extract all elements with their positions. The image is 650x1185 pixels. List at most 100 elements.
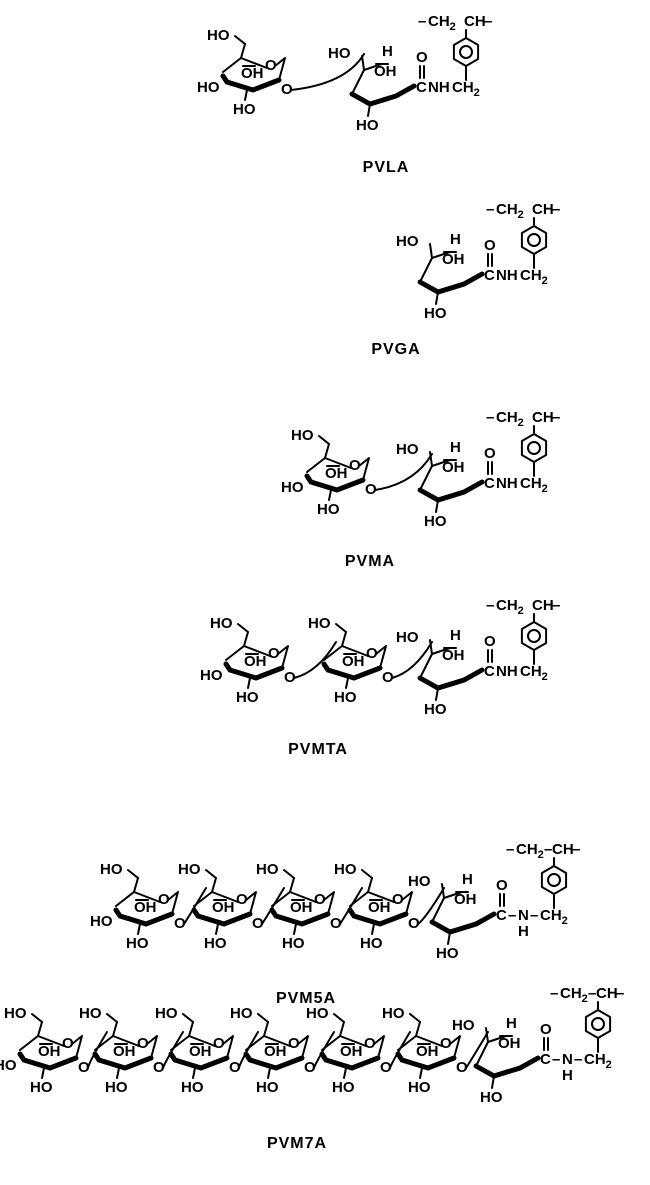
backbone-ch-label: CH <box>532 597 554 614</box>
methylene-label: CH2 <box>540 907 568 927</box>
amide-carbon-label: C <box>416 79 427 96</box>
ch2oh-bond <box>37 1021 43 1037</box>
glycosidic-bond <box>417 887 445 925</box>
bottom-oh-bond <box>116 1067 120 1079</box>
carbonyl-oxygen-label: O <box>484 633 496 650</box>
hydroxyl-label: HO <box>408 1079 431 1096</box>
ring-front-edge <box>304 473 366 493</box>
ch2oh-bond <box>182 1013 194 1023</box>
glycosidic-oxygen-label: O <box>408 915 420 932</box>
ring-right-edge <box>222 1035 234 1059</box>
ch2oh-bond <box>361 869 373 879</box>
bottom-oh-bond <box>215 923 219 935</box>
ring-right-edge <box>245 891 257 915</box>
bottom-oh-bond <box>345 677 349 689</box>
oh-label: OH <box>212 899 235 916</box>
ch2oh-bond <box>289 877 295 893</box>
hydroxyl-label: HO <box>0 1057 17 1074</box>
hydroxyl-label: HO <box>332 1079 355 1096</box>
ch2oh-bond <box>335 623 347 633</box>
dash-label: – <box>552 597 560 614</box>
backbone-ch-label: CH <box>532 201 554 218</box>
ch2oh-bond <box>106 1013 118 1023</box>
glycosidic-oxygen-label: O <box>78 1059 90 1076</box>
hydrogen-label: H <box>462 871 473 888</box>
oh-label: OH <box>290 899 313 916</box>
oh-label: OH <box>264 1043 287 1060</box>
benzene-ring <box>520 225 548 255</box>
hydroxyl-label: HO <box>334 689 357 706</box>
hydroxyl-label: HO <box>126 935 149 952</box>
dash-label: – <box>550 985 558 1002</box>
carbonyl-oxygen-label: O <box>496 877 508 894</box>
glycosidic-oxygen-label: O <box>330 915 342 932</box>
backbone-ch2-label: CH2 <box>496 597 524 617</box>
ch2oh-bond <box>237 623 249 633</box>
oh-label: OH <box>374 63 397 80</box>
ch2oh-bond <box>205 869 217 879</box>
bottom-oh-bond <box>137 923 141 935</box>
hydroxyl-label: HO <box>236 689 259 706</box>
ch2oh-bond <box>127 869 139 879</box>
hydroxyl-label: HO <box>308 615 331 632</box>
hydroxyl-label: HO <box>181 1079 204 1096</box>
hydroxyl-label: HO <box>436 945 459 962</box>
ch2oh-bond <box>333 1013 345 1023</box>
oh-label: OH <box>498 1035 521 1052</box>
chain-wedge <box>473 1055 541 1079</box>
ring-front-edge <box>395 1051 457 1071</box>
ring-oxygen-label: O <box>288 1035 300 1052</box>
oh-label: OH <box>241 65 264 82</box>
dash-label: – <box>530 907 538 924</box>
ch2oh-bond <box>324 443 330 459</box>
benzene-aromatic-circle <box>527 233 541 247</box>
ring-oxygen-label: O <box>158 891 170 908</box>
backbone-ch2-label: CH2 <box>496 201 524 221</box>
hydroxyl-label: HO <box>306 1005 329 1022</box>
amide-nitrogen-label: N <box>562 1051 573 1068</box>
hydroxyl-label: HO <box>281 479 304 496</box>
ch2oh-bond <box>415 1021 421 1037</box>
glycosidic-bond <box>374 453 433 491</box>
ch2oh-bond <box>409 1013 421 1023</box>
glycosidic-oxygen-label: O <box>284 669 296 686</box>
ch2oh-bond <box>341 631 347 647</box>
ring-right-edge <box>375 645 387 669</box>
ring-right-edge <box>146 1035 158 1059</box>
hydroxyl-label: HO <box>197 79 220 96</box>
oh-label: OH <box>368 899 391 916</box>
hydroxyl-label: HO <box>317 501 340 518</box>
dash-label: – <box>486 201 494 218</box>
chain-wedge <box>417 667 485 691</box>
benzene-ring <box>540 865 568 895</box>
ch2oh-bond <box>283 869 295 879</box>
structure-label: PVGA <box>371 341 420 358</box>
hydroxyl-label: HO <box>4 1005 27 1022</box>
ring-front-edge <box>347 907 409 927</box>
hydroxyl-label: HO <box>396 629 419 646</box>
ch2oh-bond <box>361 55 365 71</box>
oh-label: OH <box>134 899 157 916</box>
amide-nitrogen-label: NH <box>496 475 518 492</box>
dash-label: – <box>616 985 624 1002</box>
dash-label: – <box>574 1051 582 1068</box>
carbonyl-oxygen-label: O <box>484 237 496 254</box>
bottom-oh-bond <box>247 677 251 689</box>
structure-pvm7a: OHOOHHOHOOOHOOHHOOOHOOHHOOOHOOHHOOOHOOHH… <box>0 985 624 1152</box>
hydroxyl-label: HO <box>452 1017 475 1034</box>
glycosidic-oxygen-label: O <box>174 915 186 932</box>
oh-label: OH <box>442 647 465 664</box>
ring-front-edge <box>269 907 331 927</box>
hydroxyl-label: HO <box>291 427 314 444</box>
carbonyl-oxygen-label: O <box>416 49 428 66</box>
ring-right-edge <box>373 1035 385 1059</box>
hydroxyl-label: HO <box>105 1079 128 1096</box>
bottom-oh-bond <box>244 89 248 101</box>
ring-oxygen-label: O <box>62 1035 74 1052</box>
